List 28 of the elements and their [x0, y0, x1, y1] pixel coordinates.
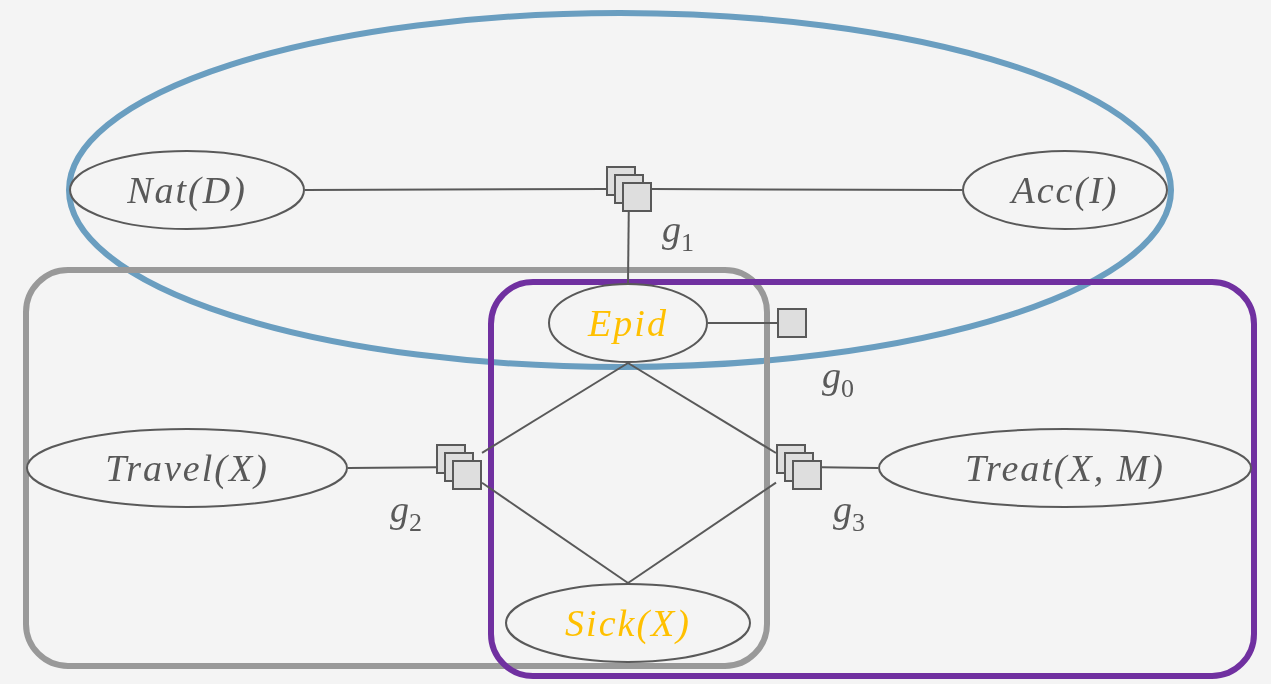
- variable-label: Sick(X): [565, 601, 691, 645]
- factor-label: g$_{1}$: [662, 210, 694, 256]
- factor-label: g$_{3}$: [833, 490, 865, 536]
- variable-ellipse: [962, 150, 1168, 230]
- variable-label: Nat(D): [127, 168, 247, 212]
- factor-square-stack: [776, 444, 822, 490]
- variable-ellipse: [26, 428, 348, 508]
- connector-line: [707, 322, 778, 324]
- connector-line: [627, 211, 630, 284]
- variable-ellipse: [878, 428, 1252, 508]
- factor-label: g$_{2}$: [390, 490, 422, 536]
- factor-square: [777, 308, 807, 338]
- factor-square-stack: [606, 166, 652, 212]
- connector-line: [651, 188, 963, 191]
- connector-line: [627, 481, 777, 584]
- connector-line: [821, 466, 879, 469]
- variable-ellipse: [548, 283, 708, 363]
- factor-square-stack: [436, 444, 482, 490]
- variable-label: Treat(X, M): [965, 446, 1165, 490]
- variable-label: Epid: [588, 301, 668, 345]
- variable-ellipse: [69, 150, 305, 230]
- variable-label: Acc(I): [1011, 168, 1119, 212]
- connector-line: [347, 466, 437, 469]
- variable-ellipse: [505, 583, 751, 663]
- variable-label: Travel(X): [105, 446, 269, 490]
- connector-line: [481, 481, 629, 584]
- factor-label: g$_{0}$: [822, 356, 854, 402]
- connector-line: [304, 188, 607, 191]
